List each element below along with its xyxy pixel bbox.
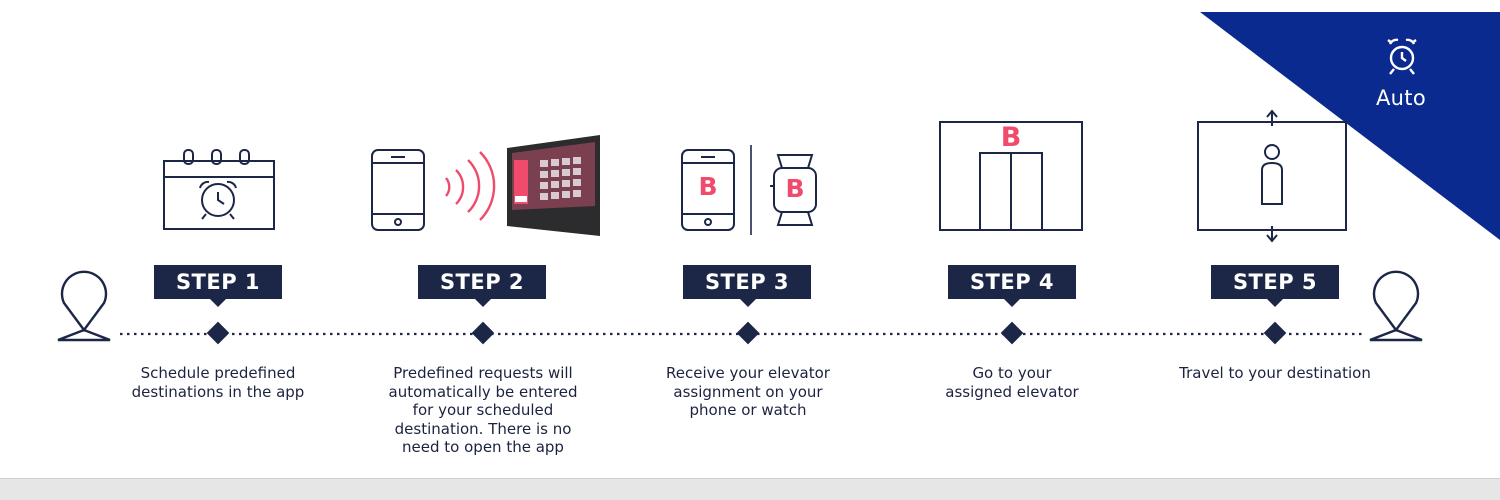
step-5-box: STEP 5	[1211, 265, 1339, 299]
step2-diamond	[471, 321, 495, 345]
calendar-alarm-icon	[163, 149, 275, 230]
corner-triangle	[1200, 12, 1500, 240]
elevator-assignment-letter: B	[1000, 122, 1022, 153]
step-2-pointer	[474, 298, 492, 307]
step-3-description-line: assignment on your	[673, 382, 823, 401]
elevator-door-icon	[939, 121, 1083, 231]
start-pin-icon	[57, 270, 111, 342]
alarm-clock-icon	[1387, 38, 1417, 75]
phone-assignment-letter: B	[698, 172, 718, 201]
elevator-car-icon	[1197, 109, 1347, 243]
step-4-description-line: Go to your	[972, 364, 1052, 382]
step-4-pointer	[1003, 298, 1021, 307]
step-3-description-line: phone or watch	[689, 401, 807, 419]
step-3-pointer	[739, 298, 757, 307]
bottom-scroll-bar	[0, 478, 1500, 500]
phone-to-panel-icon	[371, 135, 600, 236]
timeline-diamonds	[206, 321, 1287, 345]
watch-assignment-letter: B	[785, 174, 805, 203]
step-3-box: STEP 3	[683, 265, 811, 299]
step-4-box: STEP 4	[948, 265, 1076, 299]
step-5-description-line: Travel to your destination	[1179, 364, 1371, 382]
step-2-description-line: need to open the app	[402, 438, 564, 456]
step-2-description-line: automatically be entered	[388, 382, 578, 401]
auto-label: Auto	[1376, 86, 1426, 110]
step-4-description-line: assigned elevator	[945, 382, 1079, 401]
step-1-box: STEP 1	[154, 265, 282, 299]
step-2-box: STEP 2	[418, 265, 546, 299]
step-1-description-line: destinations in the app	[131, 382, 305, 401]
step4-diamond	[1000, 321, 1024, 345]
step-3-description-line: Receive your elevator	[666, 364, 830, 382]
step-2-description-line: Predefined requests will	[393, 364, 573, 382]
step3-diamond	[736, 321, 760, 345]
step-1-pointer	[209, 298, 227, 307]
step-2-description-line: destination. There is no	[394, 419, 572, 438]
step-5-description: Travel to your destination	[1145, 364, 1405, 383]
step-1-description-line: Schedule predefined	[140, 364, 296, 382]
end-pin-icon	[1369, 270, 1423, 342]
phone-watch-icon	[681, 145, 817, 235]
step1-diamond	[206, 321, 230, 345]
step-2-description-line: for your scheduled	[412, 401, 554, 419]
step-5-pointer	[1266, 298, 1284, 307]
step5-diamond	[1263, 321, 1287, 345]
